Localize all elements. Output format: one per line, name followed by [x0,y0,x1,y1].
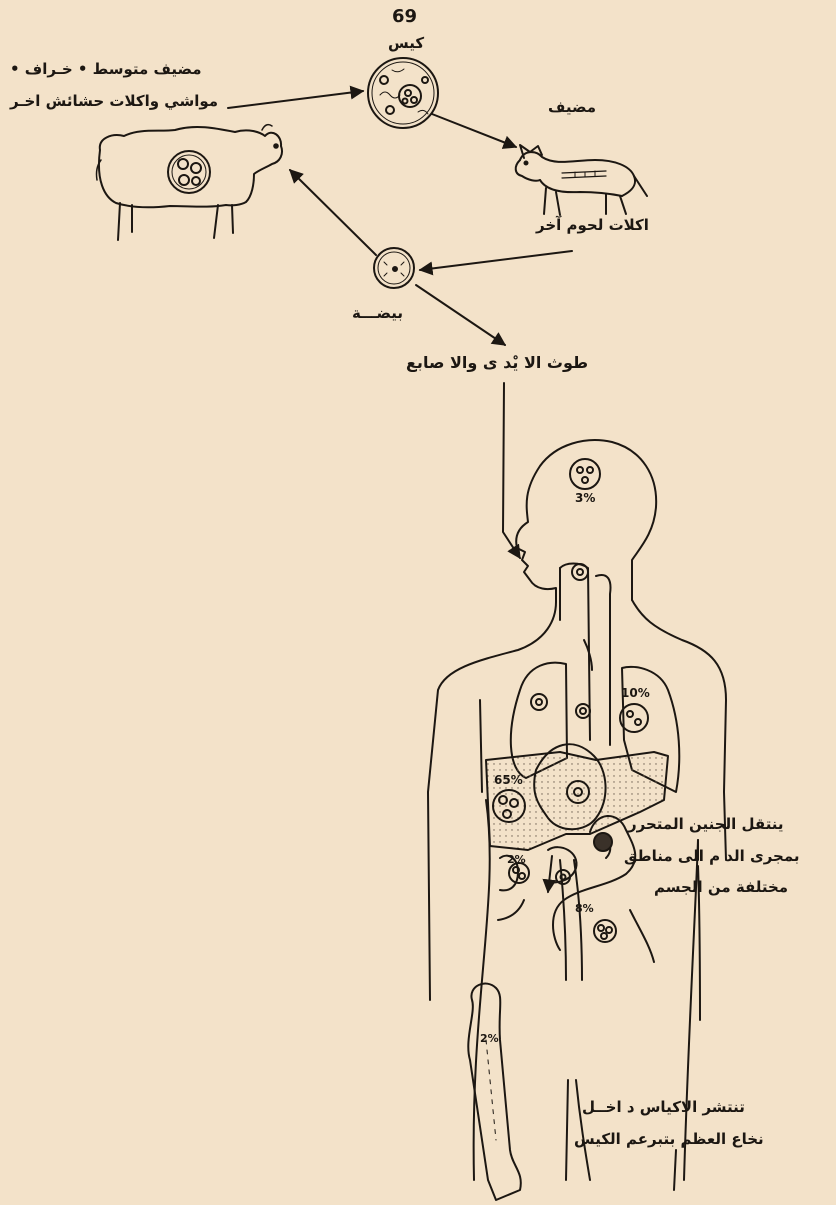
sheep-illustration [97,125,282,240]
embryo-migration-label-line3: مختلفة من الجسم [654,878,788,897]
arrow-dog-to-egg [420,251,572,270]
hands-contamination-label: طوث الا يْد ى والا صابع [406,353,588,373]
arrow-cyst-to-dog [432,114,516,147]
peritoneum-percentage: 8% [575,902,594,916]
intermediate-host-label-line1: مضيف متوسط • خـراف • [10,60,202,79]
kidney-percentage: 2% [507,853,526,867]
embryo-migration-label-line1: ينتقل الجنين المتحرر [628,815,784,834]
definitive-host-label: مضيف [548,98,596,117]
lung-percentage: 10% [621,686,650,701]
arrow-egg-to-hands [416,285,505,345]
bone-marrow-label-line2: نخاع العظم بتبرعم الكيس [574,1130,764,1149]
brain-percentage: 3% [575,491,595,506]
arrow-egg-to-sheep [290,170,376,255]
liver-percentage: 65% [494,773,523,788]
cyst-illustration [368,58,438,128]
other-carnivores-label: اكلات لحوم آخر [536,216,649,235]
embryo-migration-label-line2: بمجرى الد م الى مناطق [624,847,800,866]
page-number: 69 [392,6,417,29]
egg-illustration [374,248,414,288]
intermediate-host-label-line2: مواشي واكلات حشائش اخـر [10,92,218,111]
bone-marrow-label-line1: تنتشر الاكياس د اخــل [582,1098,745,1117]
arrow-intermediate-to-cyst [228,91,363,108]
egg-label: بيضـــة [352,304,403,323]
cyst-label: كيس [388,34,424,53]
bone-percentage: 2% [480,1032,499,1046]
dog-illustration [516,145,647,215]
